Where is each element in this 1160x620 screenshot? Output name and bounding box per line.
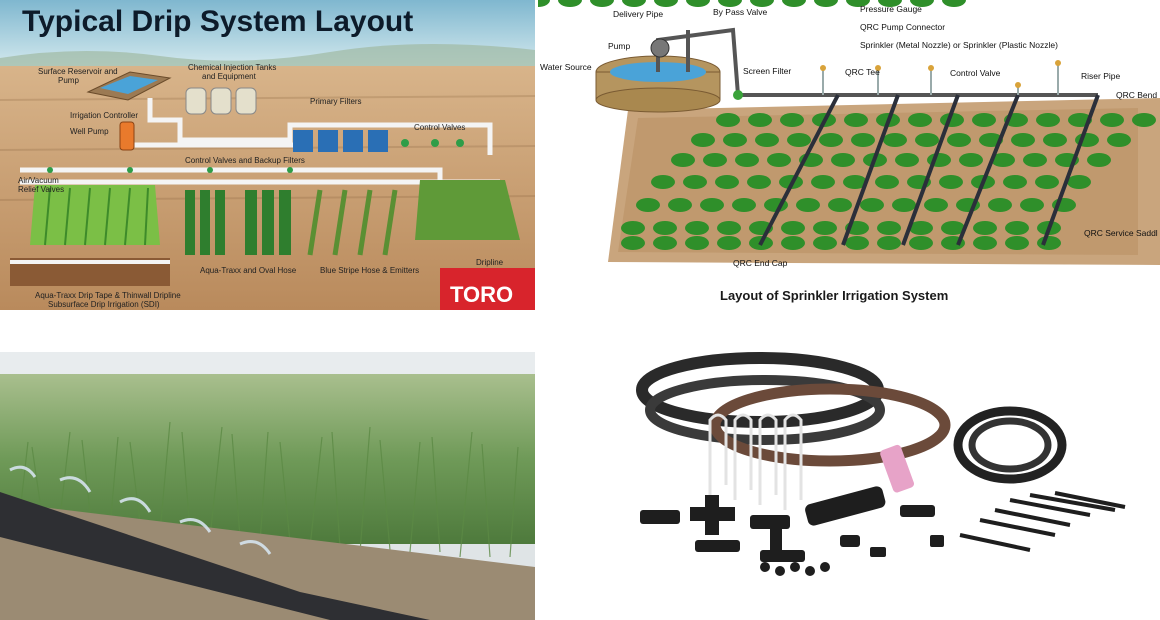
label-qrc-end-cap: QRC End Cap bbox=[733, 258, 788, 268]
sprinkler-heads bbox=[820, 60, 1061, 88]
sprinkler-system-diagram: Delivery Pipe By Pass Valve Pressure Gau… bbox=[538, 0, 1160, 310]
water-outlets bbox=[9, 465, 272, 555]
label-irrigation-controller: Irrigation Controller bbox=[70, 111, 138, 120]
primary-filters bbox=[293, 130, 388, 152]
label-well-pump: Well Pump bbox=[70, 127, 109, 136]
drip-pipe bbox=[0, 492, 430, 620]
drip-system-diagram: Typical Drip System Layout bbox=[0, 0, 535, 310]
sprinkler-diagram-svg: Delivery Pipe By Pass Valve Pressure Gau… bbox=[538, 0, 1160, 303]
pink-part bbox=[880, 444, 915, 493]
screen-filter bbox=[733, 90, 743, 100]
crop-rows bbox=[30, 180, 520, 256]
label-screen-filter: Screen Filter bbox=[743, 66, 791, 76]
label-chemical-tanks: Chemical Injection Tanks bbox=[188, 63, 276, 72]
toro-logo: TORO bbox=[440, 268, 535, 310]
label-air-vacuum: Air/Vacuum bbox=[18, 176, 59, 185]
toro-logo-text: TORO bbox=[450, 282, 513, 307]
water-well bbox=[595, 55, 721, 113]
main-pipes bbox=[20, 98, 500, 185]
pump bbox=[650, 38, 670, 58]
label-reservoir-pump: Pump bbox=[58, 76, 79, 85]
label-chemical-equipment: and Equipment bbox=[202, 72, 257, 81]
label-relief-valves: Relief Valves bbox=[18, 185, 64, 194]
field-photo-svg bbox=[0, 352, 535, 620]
label-pressure-gauge: Pressure Gauge bbox=[860, 4, 922, 14]
label-pump: Pump bbox=[608, 41, 630, 51]
label-control-valves: Control Valves bbox=[414, 123, 465, 132]
label-delivery-pipe: Delivery Pipe bbox=[613, 9, 663, 19]
drip-title: Typical Drip System Layout bbox=[22, 5, 413, 38]
sprinkler-caption: Layout of Sprinkler Irrigation System bbox=[720, 288, 948, 303]
drip-diagram-svg: Typical Drip System Layout bbox=[0, 0, 535, 310]
label-riser-pipe: Riser Pipe bbox=[1081, 71, 1120, 81]
label-primary-filters: Primary Filters bbox=[310, 97, 362, 106]
label-bypass-valve: By Pass Valve bbox=[713, 7, 767, 17]
kit-photo-svg bbox=[636, 352, 1126, 576]
label-aqua-traxx: Aqua-Traxx and Oval Hose bbox=[200, 266, 297, 275]
label-reservoir: Surface Reservoir and bbox=[38, 67, 118, 76]
tubing-coils bbox=[636, 352, 1067, 484]
label-qrc-service-saddle: QRC Service Saddl bbox=[1084, 228, 1158, 238]
drip-kit-photo bbox=[600, 335, 1160, 620]
label-blue-stripe: Blue Stripe Hose & Emitters bbox=[320, 266, 419, 275]
label-dripline: Dripline bbox=[476, 258, 504, 267]
label-control-valve: Control Valve bbox=[950, 68, 1001, 78]
label-qrc-tee: QRC Tee bbox=[845, 67, 880, 77]
fittings bbox=[640, 486, 944, 562]
label-sdi: Subsurface Drip Irrigation (SDI) bbox=[48, 300, 160, 309]
label-water-source: Water Source bbox=[540, 62, 592, 72]
emitter-spikes bbox=[959, 491, 1126, 552]
field-irrigation-photo bbox=[0, 352, 535, 620]
label-sdi-tape: Aqua-Traxx Drip Tape & Thinwall Dripline bbox=[35, 291, 181, 300]
lateral-pipes bbox=[758, 94, 1100, 246]
riser-pipes bbox=[822, 65, 1059, 95]
chemical-tanks bbox=[185, 87, 257, 115]
plant-grid bbox=[538, 0, 966, 7]
control-valves bbox=[47, 139, 464, 173]
label-sprinkler-nozzle: Sprinkler (Metal Nozzle) or Sprinkler (P… bbox=[860, 40, 1058, 50]
small-connectors bbox=[760, 562, 830, 576]
label-control-backup: Control Valves and Backup Filters bbox=[185, 156, 305, 165]
label-qrc-bend: QRC Bend bbox=[1116, 90, 1157, 100]
label-qrc-pump: QRC Pump Connector bbox=[860, 22, 945, 32]
soil-furrow bbox=[0, 502, 535, 620]
stakes bbox=[708, 413, 803, 510]
well-pump bbox=[119, 121, 135, 151]
